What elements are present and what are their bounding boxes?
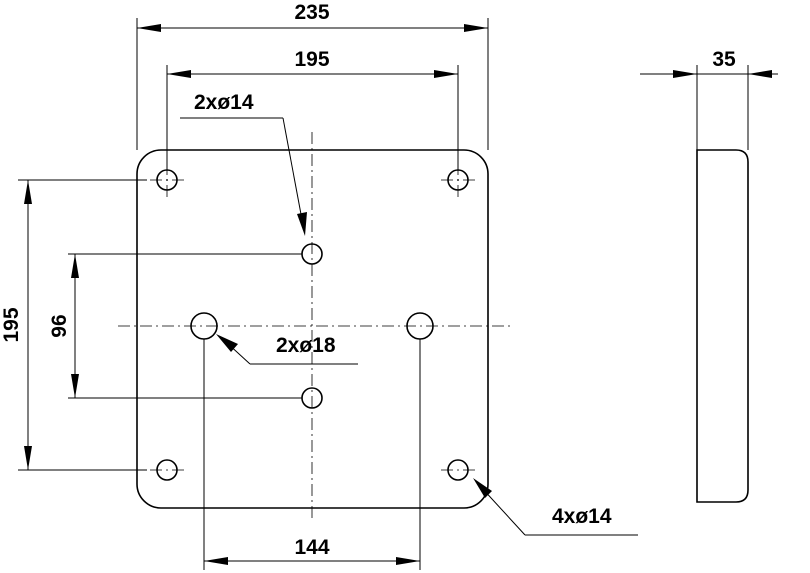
dimension-hole-spacing-height (18, 179, 147, 471)
dimension-side-holes-spacing (203, 339, 421, 570)
leader-side-holes (216, 334, 358, 365)
dim-text-hole-spacing-width: 195 (294, 48, 329, 71)
plate-outline (136, 149, 489, 509)
dim-text-thickness: 35 (712, 48, 736, 71)
corner-hole-centre-marks (150, 163, 475, 471)
dim-text-hole-spacing-height: 195 (0, 307, 23, 342)
side-view-outline (696, 149, 749, 503)
dimension-hole-spacing-width (166, 65, 459, 170)
leader-center-holes (180, 117, 307, 236)
callout-corner-holes: 4xø14 (552, 505, 612, 528)
dimension-overall-width (136, 18, 489, 150)
leader-corner-holes (473, 478, 638, 536)
dim-text-side-holes-spacing: 144 (294, 536, 329, 559)
callout-side-holes: 2xø18 (276, 334, 336, 357)
dim-text-overall-width: 235 (294, 1, 329, 24)
dim-text-center-holes-spacing: 96 (48, 314, 71, 337)
dimension-thickness (640, 65, 778, 150)
callout-center-holes: 2xø14 (194, 91, 254, 114)
dimension-center-holes-spacing (68, 253, 302, 399)
